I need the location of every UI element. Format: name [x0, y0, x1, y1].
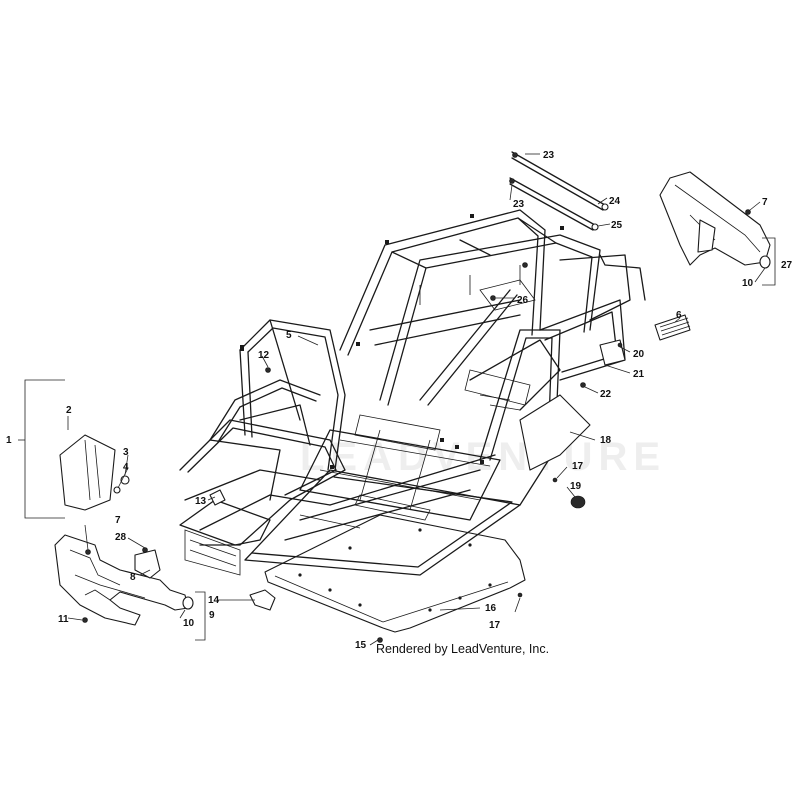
fastener-4 [113, 486, 121, 494]
callout-28: 28 [115, 532, 127, 543]
decal [654, 314, 691, 341]
callout-18: 18 [600, 435, 612, 446]
fastener-12 [265, 367, 271, 373]
callout-17-side: 17 [572, 461, 584, 472]
callout-21: 21 [633, 369, 645, 380]
fastener-17-side [552, 477, 558, 483]
grommet-19 [570, 495, 586, 509]
mount-13 [209, 489, 226, 506]
callout-24: 24 [609, 196, 621, 207]
callout-8: 8 [130, 572, 136, 583]
front-guard [249, 589, 276, 611]
callout-19: 19 [570, 481, 582, 492]
side-panel [519, 394, 591, 471]
bracket-9 [195, 591, 206, 641]
callout-25: 25 [611, 220, 623, 231]
callout-1: 1 [6, 435, 12, 446]
callout-5: 5 [286, 330, 292, 341]
front-bumper [54, 534, 194, 626]
front-panel [59, 434, 116, 511]
fastener-7-rear [745, 209, 751, 215]
callout-6: 6 [676, 310, 682, 321]
fastener-28 [142, 547, 148, 553]
callout-10-rear: 10 [742, 278, 754, 289]
callout-23-top: 23 [543, 150, 555, 161]
bracket-1 [24, 379, 65, 519]
main-frame [179, 209, 646, 576]
bracket-27 [762, 237, 776, 286]
callout-3: 3 [123, 447, 129, 458]
callout-11: 11 [58, 614, 69, 625]
callout-2: 2 [66, 405, 72, 416]
bumper-bracket [134, 549, 161, 579]
fastener-17-plate [517, 592, 523, 598]
fastener-11 [82, 617, 88, 623]
callout-7-rear: 7 [762, 197, 768, 208]
callout-14: 14 [208, 595, 220, 606]
callout-labels: 1 2 3 4 5 6 7 7 8 9 10 10 11 12 13 14 15… [6, 150, 793, 651]
credit-text: Rendered by LeadVenture, Inc. [376, 642, 549, 656]
callout-22: 22 [600, 389, 612, 400]
fastener-20 [617, 342, 623, 348]
callout-7-front: 7 [115, 515, 121, 526]
callout-17-plate: 17 [489, 620, 501, 631]
callout-10-front: 10 [183, 618, 195, 629]
fastener-22 [580, 382, 586, 388]
callout-4: 4 [123, 462, 129, 473]
fastener-26b [490, 295, 496, 301]
fastener-7-front [85, 549, 91, 555]
callout-26: 26 [517, 295, 529, 306]
callout-12: 12 [258, 350, 270, 361]
callout-9: 9 [209, 610, 215, 621]
fastener-26a [522, 262, 528, 268]
rear-bumper [659, 171, 771, 269]
callout-27: 27 [781, 260, 793, 271]
callout-20: 20 [633, 349, 645, 360]
callout-23-bottom: 23 [513, 199, 525, 210]
callout-16: 16 [485, 603, 497, 614]
rear-bars [509, 151, 609, 231]
leader-lines [18, 153, 766, 646]
callout-15: 15 [355, 640, 367, 651]
callout-13: 13 [195, 496, 207, 507]
